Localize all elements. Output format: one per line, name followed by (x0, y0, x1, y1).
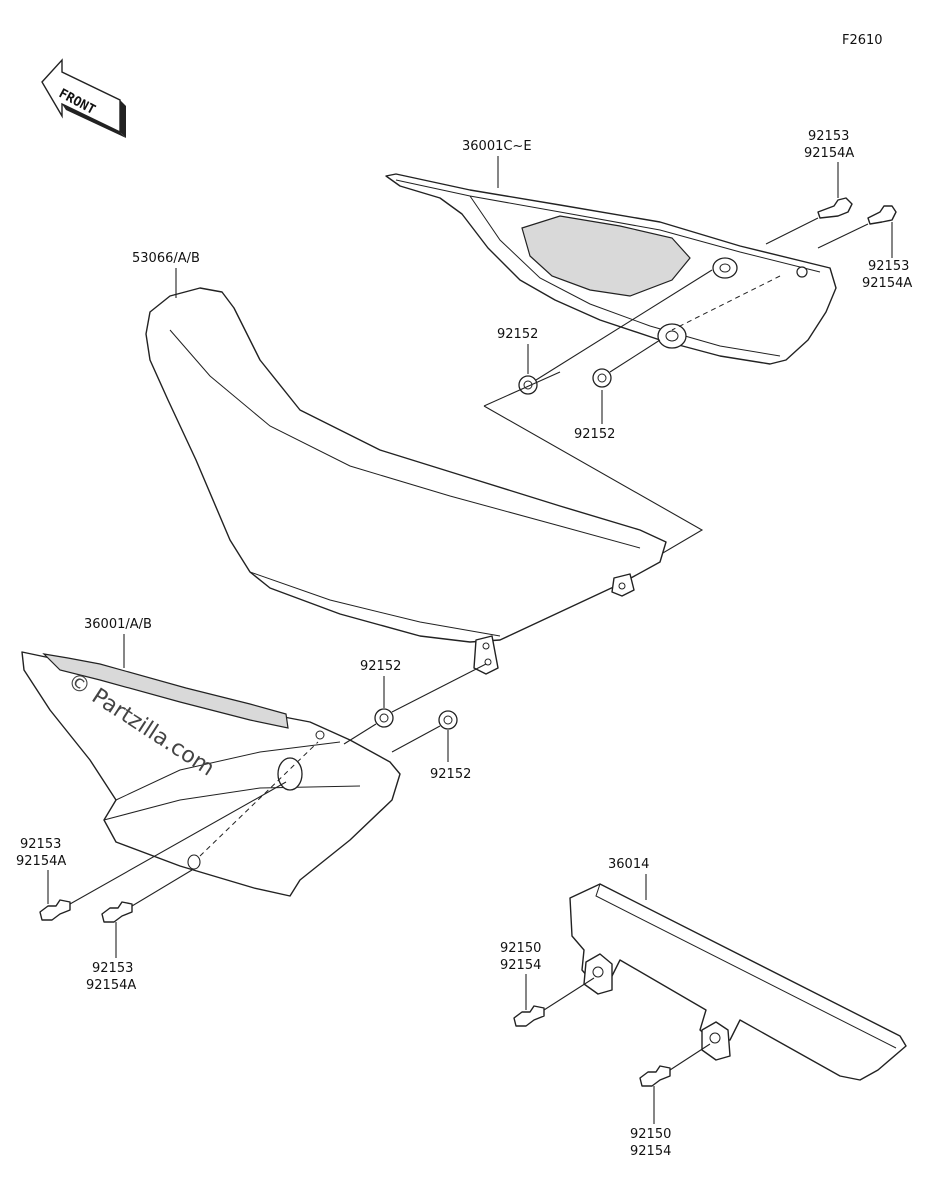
bolt-icon (513, 1005, 545, 1027)
grommet-icon (592, 368, 612, 388)
bolt-label: 92154A (804, 146, 854, 161)
grommet-icon (438, 710, 458, 730)
bolt-label: 92154A (16, 854, 66, 869)
bolt-label: 92154 (500, 958, 541, 973)
bolt-label: 92150 (500, 941, 541, 956)
grommet-label: 92152 (497, 327, 538, 342)
bolt-label: 92154 (630, 1144, 671, 1159)
left-cover-label: 36001/A/B (84, 617, 152, 632)
bolt-icon (817, 197, 853, 219)
bolt-label: 92153 (20, 837, 61, 852)
bolt-label: 92153 (808, 129, 849, 144)
right-side-cover (385, 173, 837, 365)
seat-label: 53066/A/B (132, 251, 200, 266)
chain-guard-label: 36014 (608, 857, 649, 872)
chain-guard (569, 883, 907, 1081)
figure-id: F2610 (842, 33, 883, 48)
right-cover-label: 36001C~E (462, 139, 532, 154)
bolt-label: 92154A (86, 978, 136, 993)
seat (145, 287, 667, 675)
grommet-icon (518, 375, 538, 395)
bolt-label: 92153 (92, 961, 133, 976)
grommet-label: 92152 (574, 427, 615, 442)
grommet-label: 92152 (430, 767, 471, 782)
bolt-label: 92150 (630, 1127, 671, 1142)
bolt-icon (639, 1065, 671, 1087)
bolt-label: 92153 (868, 259, 909, 274)
grommet-icon (374, 708, 394, 728)
bolt-icon (39, 899, 71, 921)
bolt-icon (867, 205, 897, 225)
grommet-label: 92152 (360, 659, 401, 674)
left-side-cover (21, 651, 401, 897)
bolt-icon (101, 901, 133, 923)
front-arrow-icon: FRONT (41, 58, 126, 138)
bolt-label: 92154A (862, 276, 912, 291)
